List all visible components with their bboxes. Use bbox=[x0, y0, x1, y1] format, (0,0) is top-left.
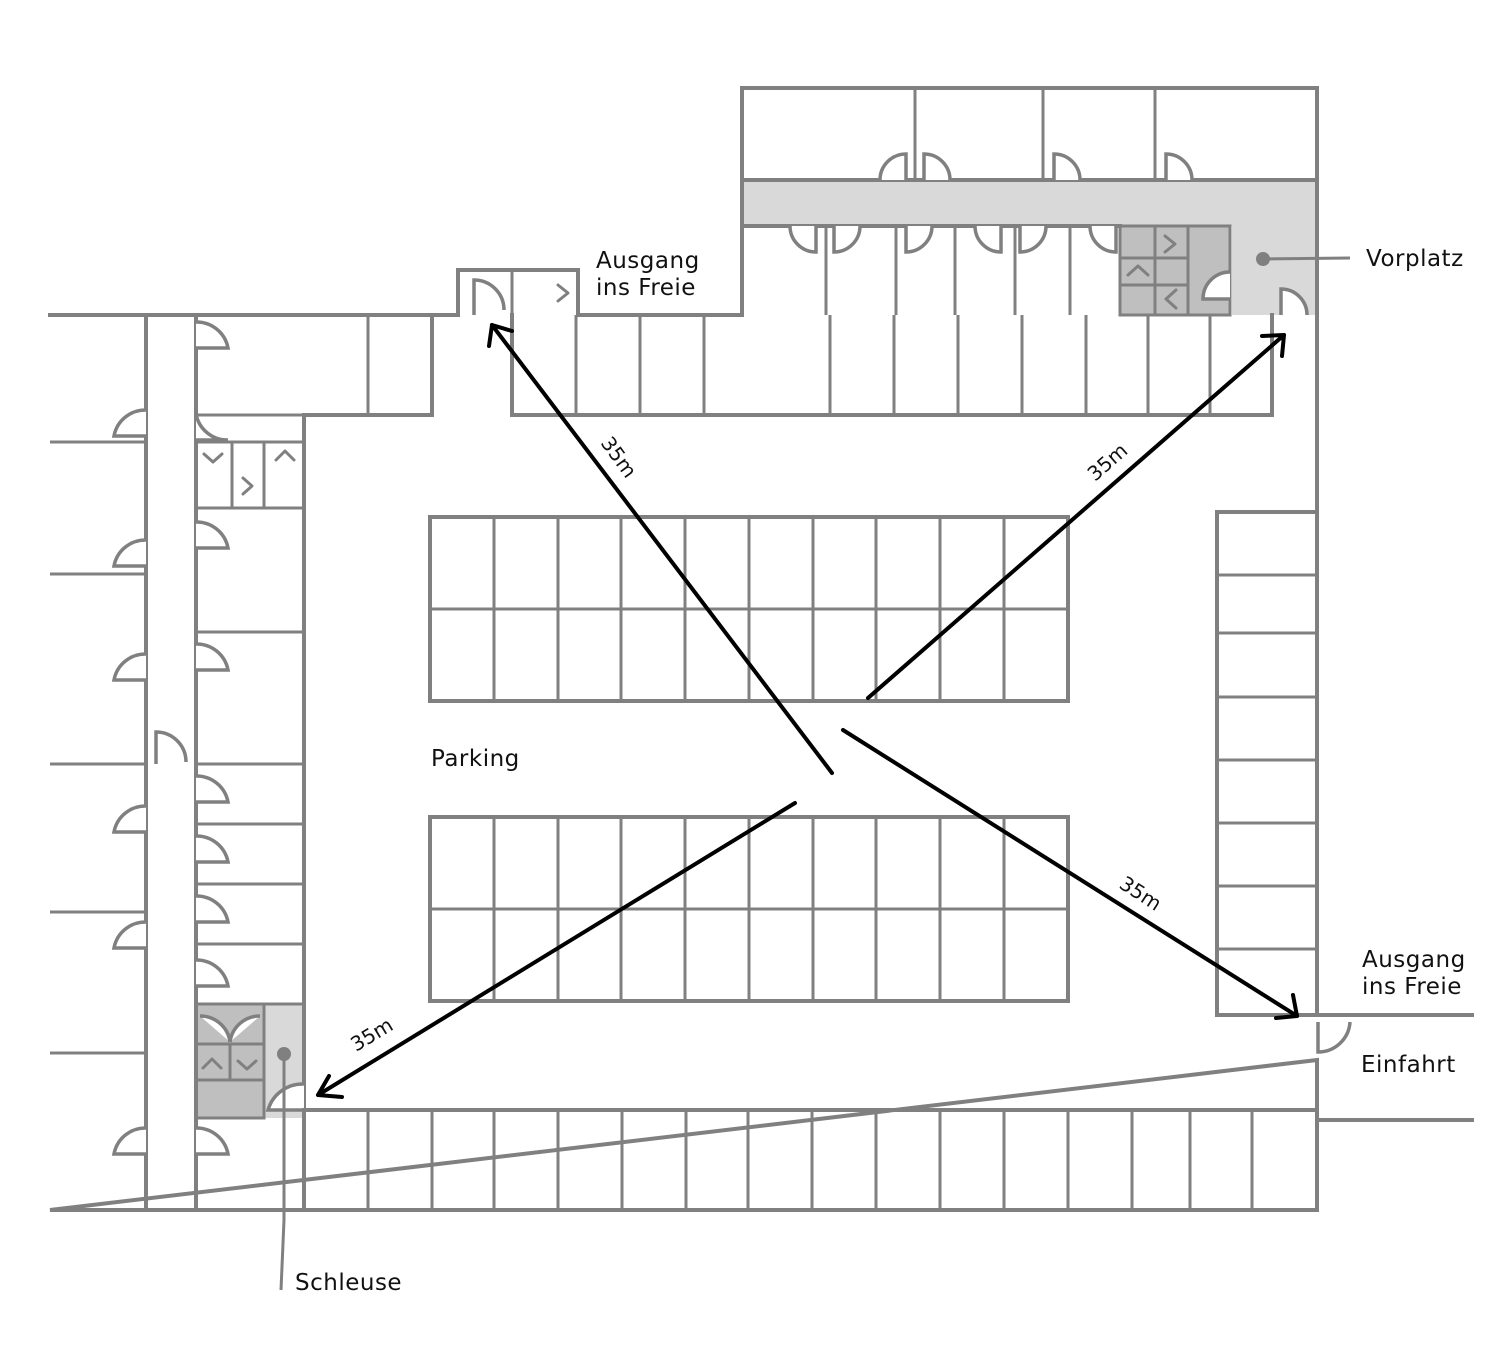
stair-down-icon bbox=[202, 452, 224, 464]
door bbox=[195, 1126, 231, 1156]
stair-core-north-detail bbox=[1120, 226, 1309, 316]
arrowhead bbox=[1274, 993, 1299, 1020]
door bbox=[195, 320, 231, 350]
einfahrt-label: Einfahrt bbox=[1361, 1052, 1456, 1078]
door bbox=[904, 225, 934, 254]
arrowhead bbox=[1260, 333, 1286, 358]
door bbox=[973, 225, 1003, 254]
door bbox=[195, 642, 231, 672]
arrowhead bbox=[487, 323, 514, 348]
north-parking-row bbox=[302, 313, 1274, 417]
labels: Ausgang ins Freie Vorplatz Parking Ausga… bbox=[295, 246, 1466, 1296]
door bbox=[788, 225, 818, 254]
distance-label-right-exit: 35m bbox=[1115, 871, 1166, 916]
vorplatz-label: Vorplatz bbox=[1366, 246, 1464, 272]
door bbox=[1052, 152, 1082, 181]
door bbox=[111, 652, 147, 682]
door bbox=[832, 225, 862, 254]
arrowhead bbox=[316, 1074, 344, 1099]
stair-down-icon bbox=[236, 1059, 258, 1071]
arrow-to-right-exit bbox=[841, 728, 1299, 1018]
arrow-to-schleuse bbox=[316, 801, 797, 1097]
door bbox=[1018, 225, 1048, 254]
exit-right-label-line1: Ausgang bbox=[1362, 947, 1466, 973]
stair-right-icon bbox=[241, 476, 254, 496]
door bbox=[194, 413, 229, 442]
door bbox=[265, 1082, 305, 1112]
south-parking-row bbox=[302, 1108, 1319, 1210]
door bbox=[111, 1126, 147, 1156]
door bbox=[878, 152, 908, 181]
exit-vestibule-top bbox=[472, 270, 570, 315]
door bbox=[1279, 287, 1309, 316]
door bbox=[195, 894, 231, 924]
escape-arrows bbox=[316, 323, 1299, 1099]
east-parking-column bbox=[1215, 510, 1352, 1054]
exit-top-label-line1: Ausgang bbox=[596, 248, 700, 274]
north-corridor bbox=[742, 180, 1317, 226]
vorplatz-area bbox=[1232, 180, 1317, 315]
door bbox=[1316, 1021, 1352, 1054]
stair-up-icon bbox=[1126, 264, 1150, 277]
arrow-to-top-exit bbox=[490, 323, 834, 775]
door bbox=[228, 1014, 261, 1043]
door bbox=[195, 958, 231, 988]
outer-walls bbox=[48, 86, 1474, 1212]
exit-right-label-line2: ins Freie bbox=[1362, 974, 1462, 1000]
stair-left-icon bbox=[1164, 288, 1178, 310]
stair-core-north bbox=[1118, 224, 1232, 317]
stair-core-south-detail bbox=[196, 1014, 305, 1112]
door bbox=[1201, 270, 1231, 301]
leaders bbox=[277, 252, 1351, 1291]
door bbox=[195, 834, 231, 864]
door bbox=[111, 408, 147, 438]
stair-right-icon bbox=[556, 283, 570, 303]
exit-top-label-line2: ins Freie bbox=[596, 275, 696, 301]
west-wing bbox=[50, 313, 306, 1212]
parking-grid-south bbox=[428, 815, 1070, 1003]
door bbox=[922, 152, 952, 181]
arrow-to-vorplatz bbox=[866, 333, 1286, 700]
north-wing bbox=[740, 88, 1319, 315]
door bbox=[111, 920, 147, 950]
distance-label-vorplatz: 35m bbox=[1083, 438, 1133, 486]
door bbox=[111, 804, 147, 834]
stair-up-icon bbox=[274, 449, 296, 462]
door bbox=[154, 730, 188, 764]
door bbox=[195, 520, 231, 550]
stair-right-icon bbox=[1163, 234, 1177, 254]
door bbox=[472, 278, 506, 315]
door bbox=[1088, 225, 1118, 254]
door bbox=[111, 538, 147, 568]
distance-label-top-exit: 35m bbox=[596, 432, 642, 482]
parking-label: Parking bbox=[431, 746, 520, 772]
parking-grid-north bbox=[428, 515, 1070, 703]
door bbox=[1164, 152, 1194, 181]
door bbox=[195, 774, 231, 804]
stair-up-icon bbox=[201, 1057, 223, 1070]
schleuse-label: Schleuse bbox=[295, 1270, 402, 1296]
